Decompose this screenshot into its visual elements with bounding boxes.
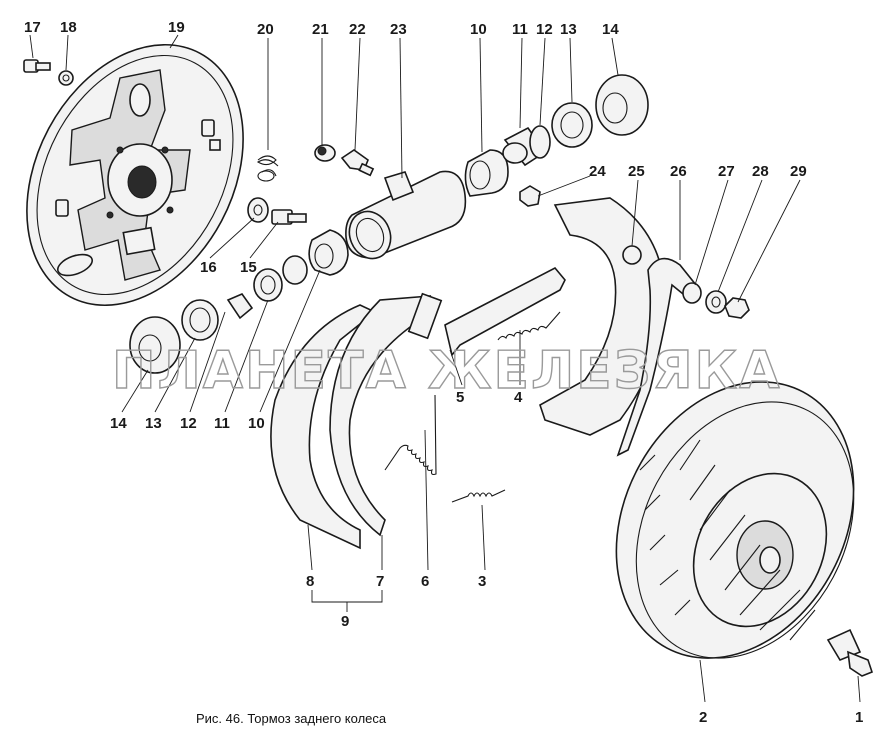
- callout-19: 19: [168, 19, 185, 36]
- callout-6: 6: [421, 573, 429, 590]
- callout-14-top: 14: [602, 21, 619, 38]
- parking-lever-26: [616, 257, 702, 457]
- washer-28: [705, 290, 727, 314]
- seal-13-right: [551, 102, 593, 148]
- callout-2: 2: [699, 709, 707, 726]
- callout-20: 20: [257, 21, 274, 38]
- callout-23: 23: [390, 21, 407, 38]
- screw-24: [519, 185, 541, 207]
- piston-10-left: [308, 229, 349, 276]
- piston-10-right: [464, 149, 509, 197]
- callout-11-top: 11: [512, 21, 528, 38]
- callout-27: 27: [718, 163, 735, 180]
- callout-3: 3: [478, 573, 486, 590]
- wheel-cylinder-23: [345, 170, 467, 260]
- callout-5: 5: [456, 389, 464, 406]
- callout-14-left: 14: [110, 415, 127, 432]
- callout-10-left: 10: [248, 415, 265, 432]
- callout-10-top: 10: [470, 21, 487, 38]
- callout-24: 24: [589, 163, 606, 180]
- callout-21: 21: [312, 21, 329, 38]
- callout-8: 8: [306, 573, 314, 590]
- bleeder-screw-22: [340, 149, 375, 177]
- callout-18: 18: [60, 19, 77, 36]
- spring-3: [451, 489, 506, 503]
- callout-25: 25: [628, 163, 645, 180]
- cup-11-left: [282, 255, 308, 285]
- callout-13-top: 13: [560, 21, 577, 38]
- callout-numbers: 17 18 19 20 21 22 23 10 11 12 13 14 24 2…: [24, 19, 863, 726]
- brake-shoe-25: [539, 197, 666, 436]
- callout-16: 16: [200, 259, 217, 276]
- backing-plate: [26, 43, 244, 307]
- brake-drum-2: [615, 381, 855, 659]
- callout-7: 7: [376, 573, 384, 590]
- bolt-17: [23, 59, 51, 73]
- callout-1: 1: [855, 709, 863, 726]
- figure-caption: Рис. 46. Тормоз заднего колеса: [196, 711, 387, 726]
- strut-4: [497, 311, 561, 341]
- spring-6: [384, 394, 437, 476]
- brake-shoe-7: [329, 292, 443, 537]
- boot-14-left: [129, 316, 181, 374]
- washer-16: [247, 197, 269, 223]
- ring-12-left: [253, 268, 283, 302]
- callout-17: 17: [24, 19, 41, 36]
- washer-27: [682, 282, 702, 304]
- callout-26: 26: [670, 163, 687, 180]
- callout-9: 9: [341, 613, 349, 630]
- callout-15: 15: [240, 259, 257, 276]
- ring-12-right: [529, 125, 551, 159]
- wheel-bolt-1: [826, 628, 873, 677]
- washer-18: [58, 70, 74, 86]
- bleeder-cap-21: [314, 144, 336, 162]
- callout-29: 29: [790, 163, 807, 180]
- callout-22: 22: [349, 21, 366, 38]
- bolt-15: [271, 209, 307, 225]
- spring-clip-20: [256, 155, 279, 182]
- nut-29: [724, 297, 750, 319]
- callout-4: 4: [514, 389, 523, 406]
- watermark: ПЛАНЕТА ЖЕЛЕЗЯКА: [112, 341, 781, 401]
- brake-shoe-8: [270, 304, 377, 550]
- callout-28: 28: [752, 163, 769, 180]
- callout-12-top: 12: [536, 21, 553, 38]
- callout-11-left: 11: [214, 415, 230, 432]
- leader-lines: [29, 34, 861, 703]
- callout-13-left: 13: [145, 415, 162, 432]
- boot-14-right: [595, 74, 649, 136]
- seal-13-left: [181, 293, 254, 341]
- callout-12-left: 12: [180, 415, 197, 432]
